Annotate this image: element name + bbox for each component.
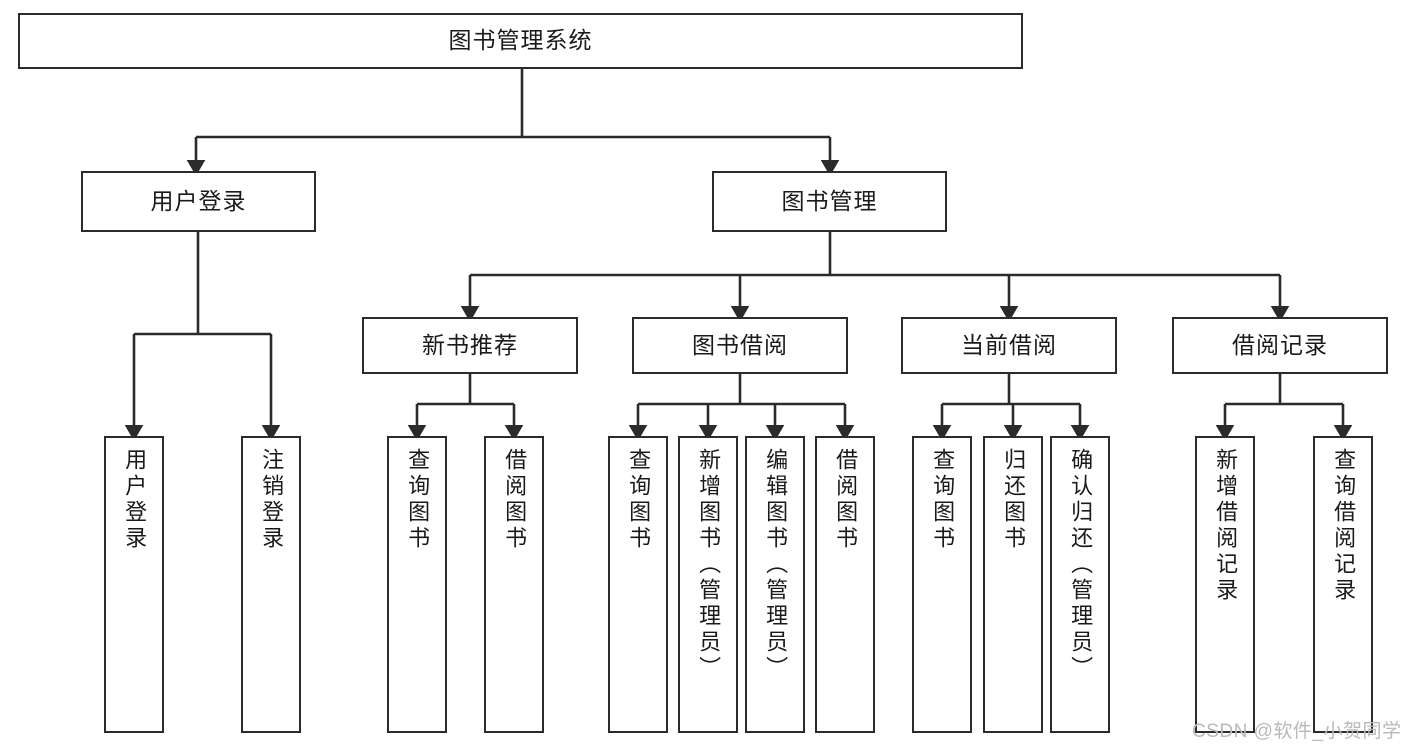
- node-leaf-add-borrow-record[interactable]: 新增借阅记录: [1195, 436, 1255, 733]
- node-book-manage[interactable]: 图书管理: [712, 171, 947, 232]
- node-leaf-confirm-return[interactable]: 确认归还（管理员）: [1050, 436, 1110, 733]
- node-label: 借阅图书: [502, 448, 528, 552]
- node-leaf-edit-book[interactable]: 编辑图书（管理员）: [745, 436, 805, 733]
- node-label: 查询图书: [930, 448, 956, 552]
- node-leaf-return-book[interactable]: 归还图书: [983, 436, 1043, 733]
- node-label: 借阅记录: [1232, 331, 1328, 358]
- node-new-book-recommend[interactable]: 新书推荐: [362, 317, 578, 374]
- node-leaf-query-borrow-record[interactable]: 查询借阅记录: [1313, 436, 1373, 733]
- node-label: 图书借阅: [692, 331, 788, 358]
- node-book-borrow[interactable]: 图书借阅: [632, 317, 848, 374]
- node-leaf-user-login[interactable]: 用户登录: [104, 436, 164, 733]
- node-leaf-query-book-3[interactable]: 查询图书: [912, 436, 972, 733]
- node-label: 查询图书: [405, 448, 431, 552]
- watermark-text: CSDN @软件_小贺同学: [1192, 721, 1402, 742]
- node-leaf-query-book-2[interactable]: 查询图书: [608, 436, 668, 733]
- node-label: 注销登录: [259, 448, 285, 552]
- node-label: 编辑图书（管理员）: [763, 448, 789, 682]
- node-label: 确认归还（管理员）: [1068, 448, 1094, 682]
- node-leaf-query-book-1[interactable]: 查询图书: [387, 436, 447, 733]
- node-current-borrow[interactable]: 当前借阅: [901, 317, 1117, 374]
- node-borrow-record[interactable]: 借阅记录: [1172, 317, 1388, 374]
- node-leaf-add-book[interactable]: 新增图书（管理员）: [678, 436, 738, 733]
- node-label: 借阅图书: [833, 448, 859, 552]
- node-label: 新增图书（管理员）: [696, 448, 722, 682]
- node-label: 图书管理系统: [448, 27, 593, 54]
- node-root-system[interactable]: 图书管理系统: [18, 13, 1023, 69]
- node-label: 当前借阅: [961, 331, 1057, 358]
- node-label: 用户登录: [122, 448, 148, 552]
- node-label: 查询借阅记录: [1331, 448, 1357, 604]
- node-leaf-user-logout[interactable]: 注销登录: [241, 436, 301, 733]
- node-label: 新增借阅记录: [1213, 448, 1239, 604]
- node-leaf-borrow-book-2[interactable]: 借阅图书: [815, 436, 875, 733]
- node-leaf-borrow-book-1[interactable]: 借阅图书: [484, 436, 544, 733]
- node-label: 新书推荐: [422, 331, 518, 358]
- node-user-login[interactable]: 用户登录: [81, 171, 316, 232]
- node-label: 图书管理: [781, 187, 878, 214]
- node-label: 用户登录: [150, 187, 247, 214]
- node-label: 归还图书: [1001, 448, 1027, 552]
- node-label: 查询图书: [626, 448, 652, 552]
